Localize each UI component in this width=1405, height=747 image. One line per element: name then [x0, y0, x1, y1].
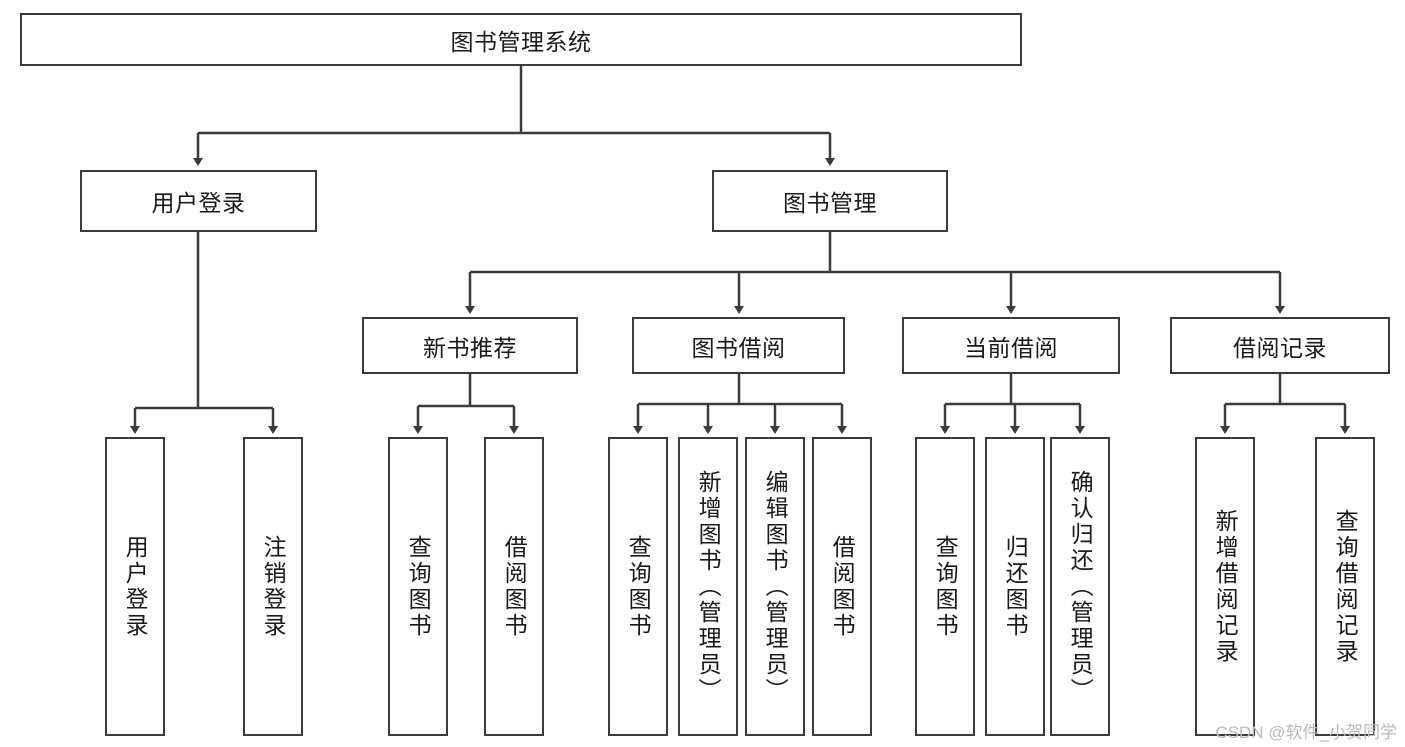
node-leaf-logout[interactable]: 注销登录: [243, 437, 303, 736]
node-leaf-borrow-book-label: 借阅图书: [829, 534, 856, 639]
node-leaf-borrow-book-recommend[interactable]: 借阅图书: [484, 437, 544, 736]
node-leaf-user-login-label: 用户登录: [122, 534, 149, 639]
node-leaf-add-book-admin[interactable]: 新增图书（管理员）: [678, 437, 738, 736]
node-leaf-query-book-current-label: 查询图书: [932, 534, 959, 639]
node-leaf-query-borrow-record[interactable]: 查询借阅记录: [1315, 437, 1375, 736]
node-leaf-query-book-recommend-label: 查询图书: [405, 534, 432, 639]
node-new-book-recommend[interactable]: 新书推荐: [362, 317, 578, 374]
node-leaf-return-book[interactable]: 归还图书: [985, 437, 1045, 736]
node-leaf-query-book-borrow-label: 查询图书: [625, 534, 652, 639]
node-leaf-borrow-book-recommend-label: 借阅图书: [501, 534, 528, 639]
node-leaf-borrow-book[interactable]: 借阅图书: [812, 437, 872, 736]
node-book-management-label: 图书管理: [783, 190, 877, 216]
node-book-management[interactable]: 图书管理: [712, 170, 948, 232]
node-leaf-query-borrow-record-label: 查询借阅记录: [1332, 508, 1359, 665]
node-leaf-confirm-return-admin-label: 确认归还（管理员）: [1067, 469, 1094, 704]
node-new-book-recommend-label: 新书推荐: [423, 334, 517, 361]
node-user-login[interactable]: 用户登录: [80, 170, 317, 232]
node-current-borrow-label: 当前借阅: [964, 334, 1058, 361]
node-root-label: 图书管理系统: [450, 28, 592, 55]
node-leaf-edit-book-admin-label: 编辑图书（管理员）: [762, 469, 789, 704]
node-book-borrow[interactable]: 图书借阅: [632, 317, 845, 374]
node-user-login-label: 用户登录: [151, 190, 246, 216]
node-leaf-return-book-label: 归还图书: [1002, 534, 1029, 639]
node-leaf-edit-book-admin[interactable]: 编辑图书（管理员）: [745, 437, 805, 736]
node-leaf-confirm-return-admin[interactable]: 确认归还（管理员）: [1050, 437, 1110, 736]
node-leaf-query-book-current[interactable]: 查询图书: [915, 437, 975, 736]
node-root[interactable]: 图书管理系统: [20, 13, 1022, 66]
node-book-borrow-label: 图书借阅: [691, 334, 786, 361]
node-leaf-query-book-borrow[interactable]: 查询图书: [608, 437, 668, 736]
node-leaf-user-login[interactable]: 用户登录: [105, 437, 165, 736]
node-leaf-add-book-admin-label: 新增图书（管理员）: [695, 469, 722, 704]
node-borrow-record[interactable]: 借阅记录: [1170, 317, 1390, 374]
csdn-watermark: CSDN @软件_小贺同学: [1215, 723, 1397, 742]
node-leaf-logout-label: 注销登录: [260, 534, 287, 639]
node-leaf-add-borrow-record-label: 新增借阅记录: [1212, 508, 1239, 665]
node-leaf-add-borrow-record[interactable]: 新增借阅记录: [1195, 437, 1255, 736]
node-leaf-query-book-recommend[interactable]: 查询图书: [388, 437, 448, 736]
node-borrow-record-label: 借阅记录: [1233, 334, 1327, 361]
node-current-borrow[interactable]: 当前借阅: [902, 317, 1120, 374]
